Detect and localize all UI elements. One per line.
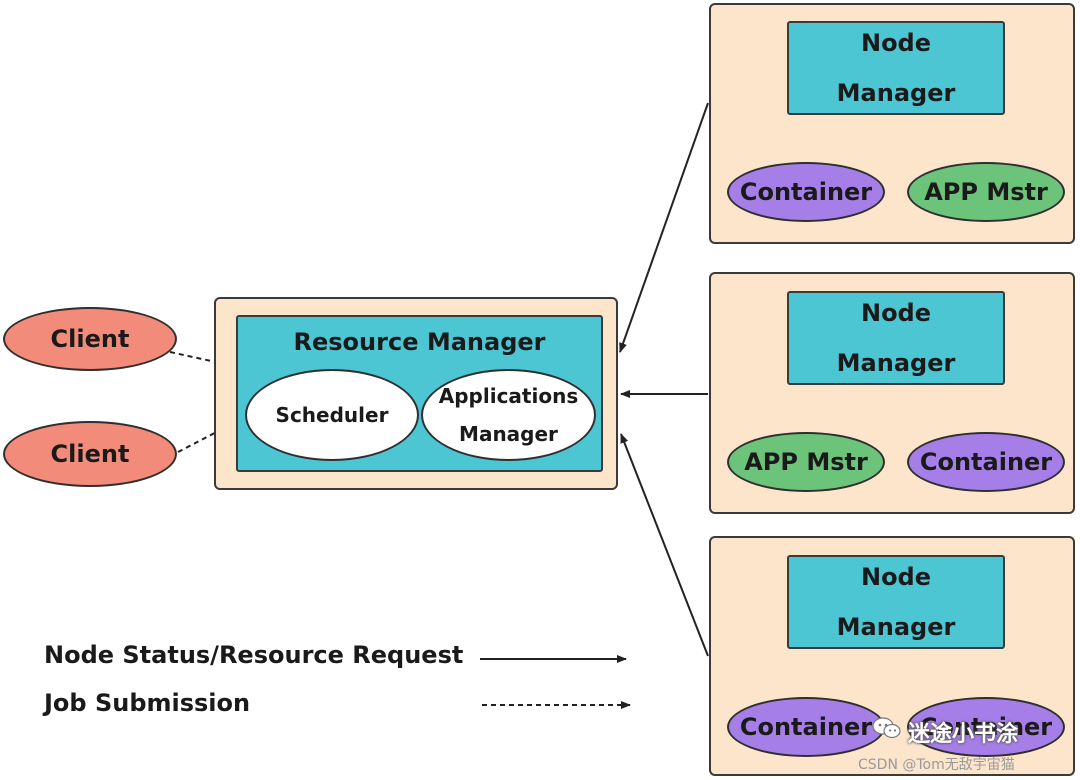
container-label: Container <box>739 178 873 206</box>
node-manager-label-line1: Node <box>860 29 932 57</box>
container-label: Container <box>739 713 873 741</box>
container-ellipse-3: Container <box>727 697 885 757</box>
applications-manager-ellipse: Applications Manager <box>421 369 596 461</box>
node-3-status-arrow <box>620 433 709 657</box>
applications-manager-label-line1: Applications <box>438 384 579 408</box>
container-ellipse-4: Container <box>907 697 1065 757</box>
watermark-credit: CSDN @Tom无敌宇宙猫 <box>858 757 1015 773</box>
container-ellipse-1: Container <box>727 162 885 222</box>
client-ellipse-2: Client <box>3 421 177 487</box>
app-master-ellipse-2: APP Mstr <box>727 432 885 492</box>
scheduler-label: Scheduler <box>275 403 389 427</box>
legend-solid-label: Node Status/Resource Request <box>44 641 464 669</box>
app-master-label: APP Mstr <box>924 178 1048 206</box>
node-manager-label-line1: Node <box>860 563 932 591</box>
container-label: Container <box>919 448 1053 476</box>
node-1-status-arrow <box>619 102 709 353</box>
node-manager-label-line2: Manager <box>836 613 956 641</box>
client-2-job-arrow <box>177 422 235 453</box>
wechat-logo-icon <box>872 716 902 740</box>
client-ellipse-1: Client <box>3 307 177 371</box>
node-manager-box-2: Node Manager <box>787 291 1005 385</box>
watermark-text: 迷途小书涂 <box>908 722 1019 747</box>
node-manager-box-3: Node Manager <box>787 555 1005 649</box>
client-label: Client <box>50 325 130 353</box>
container-label: Container <box>919 713 1053 741</box>
container-ellipse-2: Container <box>907 432 1065 492</box>
resource-manager-title: Resource Manager <box>293 328 546 356</box>
legend-dashed-label: Job Submission <box>44 689 251 717</box>
scheduler-ellipse: Scheduler <box>245 369 419 461</box>
node-manager-box-1: Node Manager <box>787 21 1005 115</box>
node-manager-label-line2: Manager <box>836 349 956 377</box>
node-manager-label-line2: Manager <box>836 79 956 107</box>
app-master-label: APP Mstr <box>744 448 868 476</box>
node-manager-label-line1: Node <box>860 299 932 327</box>
app-master-ellipse-1: APP Mstr <box>907 162 1065 222</box>
applications-manager-label-line2: Manager <box>459 422 558 446</box>
client-label: Client <box>50 440 130 468</box>
